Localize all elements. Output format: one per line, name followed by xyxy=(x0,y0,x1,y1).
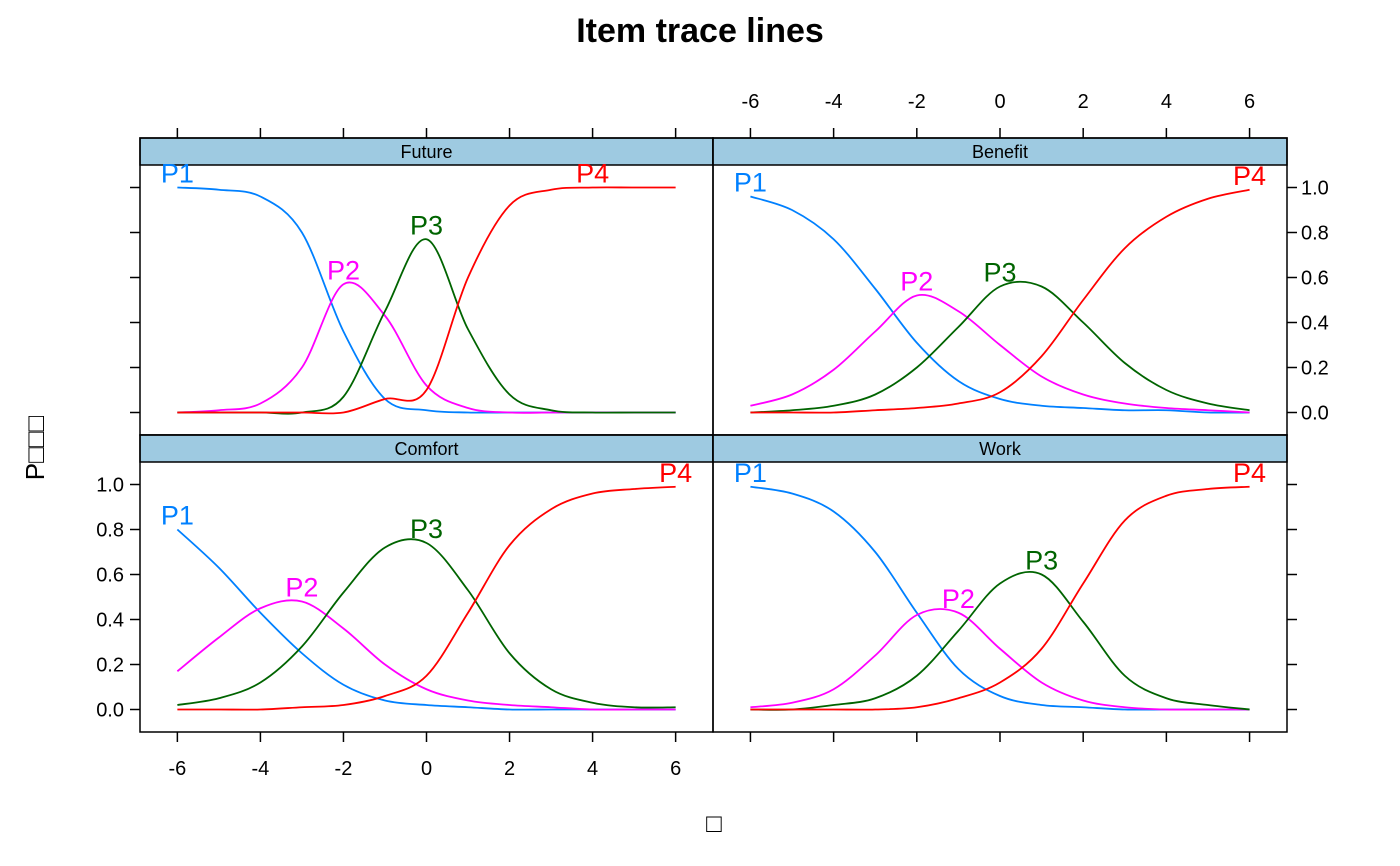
series-label-future-p2: P2 xyxy=(327,255,360,285)
series-line-benefit-p4 xyxy=(750,188,1250,414)
series-label-future-p4: P4 xyxy=(576,159,609,189)
x-tick-label: 4 xyxy=(1161,91,1172,113)
series-line-benefit-p3 xyxy=(750,280,1250,414)
x-axis-label: □ xyxy=(706,808,722,838)
series-label-benefit-p2: P2 xyxy=(900,267,933,297)
x-tick-label: -2 xyxy=(908,91,926,113)
y-tick-label: 0.0 xyxy=(96,700,124,722)
series-label-comfort-p4: P4 xyxy=(659,458,692,488)
x-tick-label: 0 xyxy=(421,758,432,780)
series-line-work-p3 xyxy=(750,571,1250,711)
x-tick-label: -6 xyxy=(168,758,186,780)
series-line-benefit-p1 xyxy=(750,195,1250,414)
x-tick-label: 6 xyxy=(1244,91,1255,113)
series-label-work-p1: P1 xyxy=(734,458,767,488)
y-tick-label: 0.8 xyxy=(96,520,124,542)
series-label-comfort-p3: P3 xyxy=(410,514,443,544)
series-label-work-p4: P4 xyxy=(1233,458,1266,488)
series-line-benefit-p2 xyxy=(750,293,1250,414)
y-tick-label: 0.4 xyxy=(1301,313,1329,335)
panel-title-work: Work xyxy=(979,439,1022,459)
y-tick-label: 0.6 xyxy=(1301,268,1329,290)
x-tick-label: 6 xyxy=(670,758,681,780)
series-line-comfort-p2 xyxy=(176,599,676,711)
y-tick-label: 0.2 xyxy=(1301,358,1329,380)
series-label-work-p2: P2 xyxy=(942,584,975,614)
panel-title-benefit: Benefit xyxy=(972,142,1028,162)
series-label-benefit-p1: P1 xyxy=(734,168,767,198)
y-tick-label: 0.4 xyxy=(96,610,124,632)
x-tick-label: -4 xyxy=(252,758,270,780)
series-line-comfort-p4 xyxy=(177,485,676,711)
panel-title-comfort: Comfort xyxy=(394,439,458,459)
x-tick-label: 0 xyxy=(994,91,1005,113)
series-label-comfort-p1: P1 xyxy=(161,501,194,531)
series-label-benefit-p4: P4 xyxy=(1233,161,1266,191)
series-line-future-p4 xyxy=(177,186,676,415)
x-tick-label: 4 xyxy=(587,758,598,780)
y-tick-label: 1.0 xyxy=(1301,178,1329,200)
y-tick-label: 0.6 xyxy=(96,565,124,587)
chart-title: Item trace lines xyxy=(576,12,824,50)
axes: -6 -4 -2 0 2 4 6 -6 -4 -2 0 2 4 6 0.0 0.2 0.4 0.6 0.8 1.0 0.… xyxy=(96,91,1329,780)
y-tick-label: 0.0 xyxy=(1301,403,1329,425)
y-tick-label: 0.8 xyxy=(1301,223,1329,245)
x-tick-label: 2 xyxy=(504,758,515,780)
x-tick-label: -6 xyxy=(742,91,760,113)
panel-strip-work xyxy=(712,434,1288,463)
y-axis-label: P□□□ xyxy=(20,415,50,480)
x-tick-label: -4 xyxy=(825,91,843,113)
series-line-work-p4 xyxy=(750,485,1250,711)
series-line-work-p2 xyxy=(750,608,1250,711)
panel-title-future: Future xyxy=(400,142,452,162)
series-label-benefit-p3: P3 xyxy=(983,258,1016,288)
x-tick-label: -2 xyxy=(335,758,353,780)
y-tick-label: 0.2 xyxy=(96,655,124,677)
panel-strip-benefit xyxy=(712,137,1288,166)
series-label-future-p1: P1 xyxy=(161,159,194,189)
series-label-work-p3: P3 xyxy=(1025,546,1058,576)
x-tick-label: 2 xyxy=(1078,91,1089,113)
series-label-comfort-p2: P2 xyxy=(285,573,318,603)
series-label-future-p3: P3 xyxy=(410,210,443,240)
series-line-comfort-p3 xyxy=(177,538,676,709)
y-tick-label: 1.0 xyxy=(96,475,124,497)
